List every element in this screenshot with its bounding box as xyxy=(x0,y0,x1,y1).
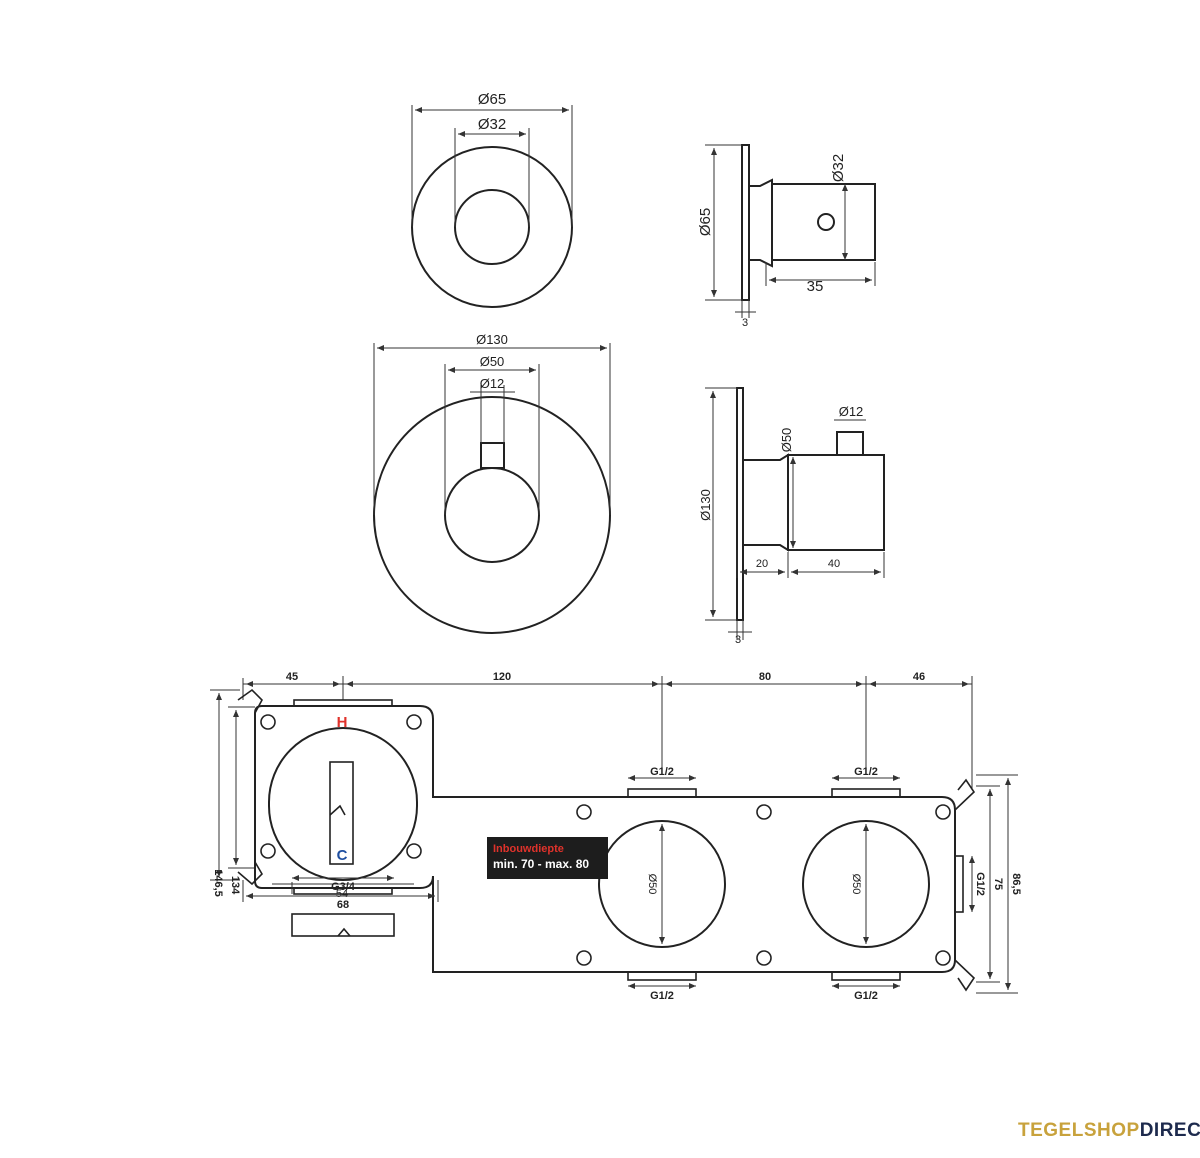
small-rose-plate xyxy=(741,144,750,301)
cold-label: C xyxy=(337,847,348,864)
body-height-inner: 134 xyxy=(229,876,241,895)
small-rose-side-view: Ø65 Ø32 35 3 xyxy=(697,144,876,329)
large-side-spindle-dim: Ø12 xyxy=(839,404,864,419)
large-side-knob-depth-dim: 40 xyxy=(828,558,840,570)
large-rose-spindle xyxy=(480,442,505,469)
large-rose-mid-dim: Ø50 xyxy=(480,354,505,369)
body-dim-46: 46 xyxy=(913,671,925,683)
small-side-depth-dim: 35 xyxy=(807,278,824,295)
large-side-knob-dim: Ø50 xyxy=(779,428,794,453)
logo-part-2: DIRECT xyxy=(1139,1120,1200,1141)
small-rose-inner-circle xyxy=(454,189,530,265)
installation-depth-badge: Inbouwdiepte min. 70 - max. 80 xyxy=(487,837,608,879)
small-rose-outer-circle xyxy=(411,146,573,308)
large-side-spindle xyxy=(836,431,864,456)
body-port-circle-2 xyxy=(802,820,930,948)
port-bottom-1-label: G1/2 xyxy=(650,990,674,1002)
badge-range: min. 70 - max. 80 xyxy=(493,857,590,871)
large-knurled-knob xyxy=(787,454,885,551)
port-top-1-label: G1/2 xyxy=(650,766,674,778)
port-top-2-label: G1/2 xyxy=(854,766,878,778)
small-rose-inner-dim: Ø32 xyxy=(478,116,506,133)
small-side-rose-dim: Ø65 xyxy=(697,208,714,236)
body-dim-120: 120 xyxy=(493,671,511,683)
small-knurled-knob xyxy=(771,183,876,261)
concealed-body-view: 45 120 80 46 146,5 134 xyxy=(210,671,1022,1002)
large-rose-plate xyxy=(736,387,744,621)
badge-title: Inbouwdiepte xyxy=(493,843,564,855)
port-main-label: G3/4 xyxy=(331,881,356,893)
large-rose-side-view: Ø12 Ø50 Ø130 20 40 3 xyxy=(698,387,885,646)
body-port-circle-1 xyxy=(598,820,726,948)
small-rose-front-view: Ø65 Ø32 xyxy=(411,91,573,308)
small-side-knob-dim: Ø32 xyxy=(830,154,847,182)
body-height-right-75: 75 xyxy=(992,878,1004,890)
large-rose-front-view: Ø130 Ø50 Ø12 xyxy=(373,332,611,634)
large-rose-outer-dim: Ø130 xyxy=(476,332,508,347)
body-height-overall: 146,5 xyxy=(212,869,224,897)
small-rose-outer-dim: Ø65 xyxy=(478,91,506,108)
body-width-label: 68 xyxy=(337,899,349,911)
large-rose-spindle-dim: Ø12 xyxy=(480,376,505,391)
large-rose-mid-circle xyxy=(444,467,540,563)
brand-logo: TEGELSHOPDIRECT xyxy=(1018,1120,1200,1142)
port-bottom-2-label: G1/2 xyxy=(854,990,878,1002)
small-side-thickness-dim: 3 xyxy=(742,317,748,329)
hot-label: H xyxy=(337,714,348,731)
body-circle-1-dim: Ø50 xyxy=(646,874,658,895)
large-side-rose-dim: Ø130 xyxy=(698,489,713,521)
body-dim-80: 80 xyxy=(759,671,771,683)
logo-part-1: TEGELSHOP xyxy=(1018,1120,1140,1141)
large-side-thickness-dim: 3 xyxy=(735,634,741,646)
body-height-right-86: 86,5 xyxy=(1010,873,1022,894)
body-dim-45: 45 xyxy=(286,671,298,683)
body-circle-2-dim: Ø50 xyxy=(850,874,862,895)
large-side-collar-dim: 20 xyxy=(756,558,768,570)
large-rose-outer-circle xyxy=(373,396,611,634)
port-right-label: G1/2 xyxy=(974,872,986,896)
